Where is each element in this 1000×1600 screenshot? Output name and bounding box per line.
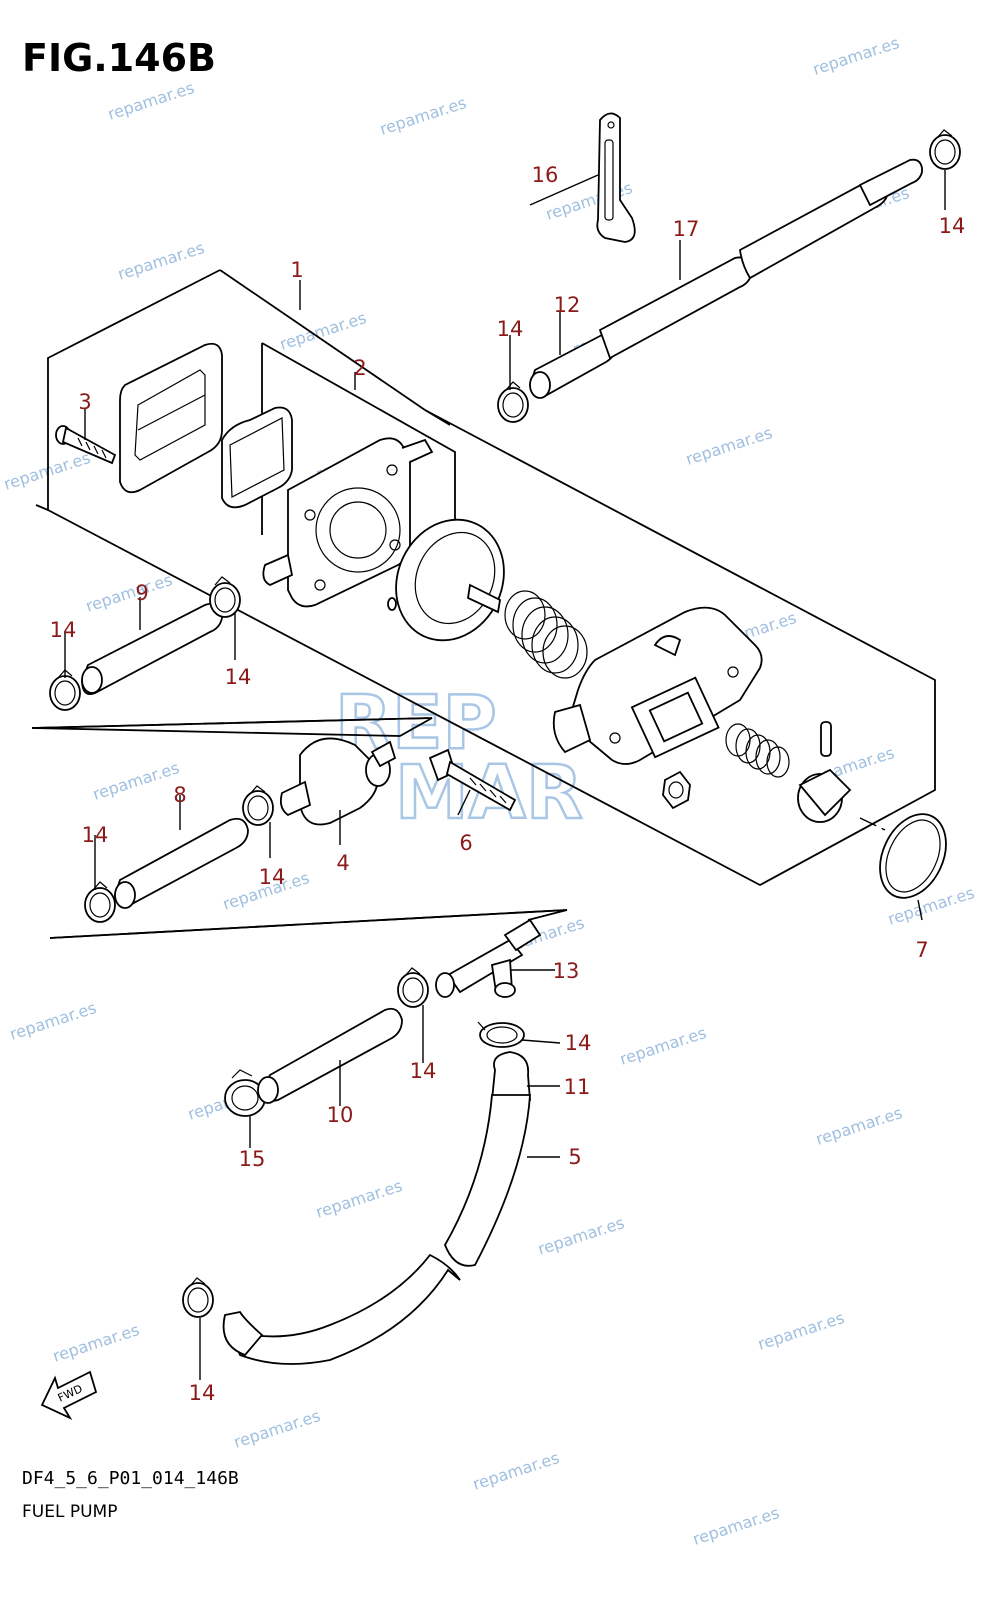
check-valve-spring bbox=[725, 723, 790, 778]
hose-clip bbox=[182, 1277, 214, 1318]
callout-13: 13 bbox=[553, 959, 580, 983]
watermark-text: repamar.es bbox=[105, 78, 196, 124]
callout-14: 14 bbox=[82, 823, 109, 847]
watermark-text: repamar.es bbox=[470, 1448, 561, 1494]
callout-labels: 1 2 3 9 14 14 8 14 14 4 6 7 16 17 12 14 … bbox=[50, 163, 966, 1405]
watermark-text: repamar.es bbox=[690, 1503, 781, 1549]
diagram-code: DF4_5_6_P01_014_146B bbox=[22, 1468, 239, 1489]
callout-16: 16 bbox=[532, 163, 559, 187]
forward-direction-icon: FWD bbox=[40, 1370, 98, 1421]
hose-clip bbox=[929, 129, 961, 170]
callout-2: 2 bbox=[353, 356, 366, 380]
fuel-filter-part-4 bbox=[279, 737, 397, 826]
diaphragm-spring bbox=[504, 590, 588, 679]
watermark-text: repamar.es bbox=[231, 1406, 322, 1452]
screw-part-3 bbox=[55, 425, 117, 465]
hose-clamp-part-15 bbox=[224, 1069, 266, 1117]
watermark-text: repamar.es bbox=[377, 93, 468, 139]
hex-nut bbox=[662, 770, 691, 810]
pump-diaphragm bbox=[387, 518, 505, 642]
hose-clip bbox=[477, 1021, 525, 1048]
callout-7: 7 bbox=[915, 938, 928, 962]
o-ring-part-7 bbox=[859, 813, 947, 899]
watermark-text: repamar.es bbox=[810, 33, 901, 79]
hose-part-17 bbox=[598, 158, 923, 360]
callout-14: 14 bbox=[497, 317, 524, 341]
callout-14: 14 bbox=[259, 865, 286, 889]
hose-part-10 bbox=[257, 1007, 403, 1104]
callout-14: 14 bbox=[225, 665, 252, 689]
hose-part-8 bbox=[114, 817, 249, 909]
hose-clip bbox=[242, 785, 274, 826]
hose-clip bbox=[497, 381, 529, 423]
pump-cover-plate bbox=[119, 342, 223, 494]
check-valve-plunger bbox=[797, 768, 852, 823]
callout-14: 14 bbox=[50, 618, 77, 642]
hose-clip bbox=[84, 881, 116, 923]
callout-11: 11 bbox=[564, 1075, 591, 1099]
pump-gasket bbox=[221, 406, 293, 509]
watermark-text: repamar.es bbox=[1, 448, 92, 494]
watermark-text: repamar.es bbox=[277, 308, 368, 354]
watermark-text: repamar.es bbox=[83, 570, 174, 616]
watermark-text: repamar.es bbox=[755, 1308, 846, 1354]
callout-14: 14 bbox=[189, 1381, 216, 1405]
hose-part-5 bbox=[222, 1094, 531, 1365]
hose-clip bbox=[209, 576, 241, 618]
callout-3: 3 bbox=[78, 390, 91, 414]
watermark-text: repamar.es bbox=[813, 1103, 904, 1149]
callout-17: 17 bbox=[673, 217, 700, 241]
hose-clip-part-16 bbox=[596, 112, 636, 243]
callout-4: 4 bbox=[336, 851, 349, 875]
watermark-text: repamar.es bbox=[7, 998, 98, 1044]
watermark-text: repamar.es bbox=[115, 238, 206, 284]
watermark-text: repamar.es bbox=[50, 1320, 141, 1366]
pump-assembly-outline bbox=[35, 269, 936, 887]
bolt-part-6 bbox=[428, 748, 517, 812]
watermark-text: repamar.es bbox=[90, 758, 181, 804]
diagram-name: FUEL PUMP bbox=[22, 1502, 118, 1522]
hose-part-9 bbox=[81, 602, 223, 695]
callout-14: 14 bbox=[939, 214, 966, 238]
callout-14: 14 bbox=[410, 1059, 437, 1083]
section-separator-lines bbox=[31, 717, 568, 939]
hose-clip bbox=[397, 967, 429, 1008]
callout-12: 12 bbox=[554, 293, 581, 317]
callout-5: 5 bbox=[568, 1145, 581, 1169]
pump-body bbox=[262, 437, 434, 608]
pump-lower-housing bbox=[552, 606, 763, 765]
callout-14: 14 bbox=[565, 1031, 592, 1055]
callout-9: 9 bbox=[135, 581, 148, 605]
tee-fitting-part-13 bbox=[435, 918, 542, 998]
watermark-text: repamar.es bbox=[617, 1023, 708, 1069]
callout-1: 1 bbox=[290, 258, 303, 282]
callout-6: 6 bbox=[459, 831, 472, 855]
callout-15: 15 bbox=[239, 1147, 266, 1171]
watermark-text: repamar.es bbox=[313, 1176, 404, 1222]
check-valve-pin bbox=[820, 721, 832, 757]
watermark-text: repamar.es bbox=[535, 1213, 626, 1259]
hose-part-12 bbox=[529, 333, 617, 399]
watermark-text: repamar.es bbox=[683, 423, 774, 469]
hose-part-11 bbox=[491, 1051, 531, 1101]
leader-lines bbox=[64, 170, 946, 1380]
figure-title: FIG.146B bbox=[22, 36, 217, 80]
callout-10: 10 bbox=[327, 1103, 354, 1127]
callout-8: 8 bbox=[173, 783, 186, 807]
